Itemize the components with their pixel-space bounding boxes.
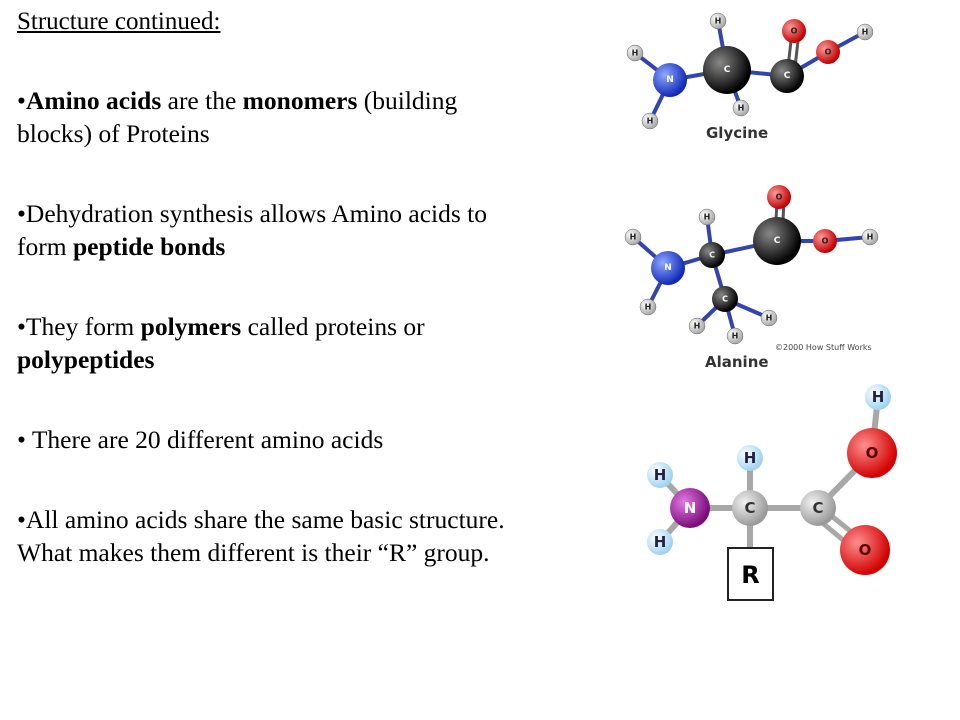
svg-text:C: C <box>709 251 715 260</box>
glycine-alpha-carbon-atom <box>703 46 751 94</box>
generic-hydrogen-atom <box>737 445 763 471</box>
text-run: called proteins or <box>241 312 425 341</box>
svg-text:C: C <box>724 65 731 75</box>
bullet-polymers: •They form polymers called proteins or p… <box>17 310 505 376</box>
alanine-hydrogen-atom <box>760 309 778 327</box>
svg-text:O: O <box>776 193 783 202</box>
text-run: •All amino acids share the same basic st… <box>17 505 505 567</box>
r-group-box <box>727 547 774 601</box>
bold-term: polymers <box>140 312 242 341</box>
alanine-hydrogen-atom <box>698 208 716 226</box>
generic-hydrogen-atom <box>865 384 891 410</box>
bold-term: polypeptides <box>17 345 155 374</box>
alanine-hydrogen-atom <box>861 228 879 246</box>
glycine-atoms: H H H H H N C C O O <box>626 12 874 130</box>
alanine-nitrogen-atom <box>651 251 685 285</box>
svg-text:H: H <box>654 533 667 551</box>
bullet-dehydration-synthesis: •Dehydration synthesis allows Amino acid… <box>17 197 505 263</box>
svg-text:H: H <box>738 104 745 113</box>
svg-text:H: H <box>862 28 869 37</box>
r-group-label: R <box>741 561 759 589</box>
generic-carbonyl-oxygen-atom <box>840 525 890 575</box>
glycine-hydrogen-atom <box>641 112 659 130</box>
bold-term: monomers <box>242 86 358 115</box>
generic-hydrogen-atom <box>647 529 673 555</box>
svg-text:O: O <box>822 237 829 246</box>
svg-text:N: N <box>684 499 697 517</box>
svg-text:H: H <box>654 466 667 484</box>
alanine-carboxyl-carbon-atom <box>753 217 801 265</box>
alanine-methyl-carbon-atom <box>712 286 738 312</box>
alanine-atoms: H H H H H H H N C C C O O <box>624 185 879 345</box>
svg-text:O: O <box>866 444 879 462</box>
glycine-oxygen-atom <box>816 40 840 64</box>
alanine-hydrogen-atom <box>688 317 706 335</box>
text-run: • There are 20 different amino acids <box>17 425 384 454</box>
alanine-caption: Alanine <box>705 353 769 371</box>
glycine-oxygen-atom <box>782 19 806 43</box>
bullet-r-group: •All amino acids share the same basic st… <box>17 503 505 569</box>
text-run: •Dehydration synthesis allows Amino acid… <box>17 199 488 261</box>
svg-text:C: C <box>774 236 781 246</box>
svg-text:O: O <box>859 541 872 559</box>
svg-text:N: N <box>666 75 674 85</box>
glycine-caption: Glycine <box>706 124 768 142</box>
svg-text:H: H <box>647 117 654 126</box>
svg-text:H: H <box>694 322 701 331</box>
generic-hydroxyl-oxygen-atom <box>847 428 897 478</box>
svg-text:O: O <box>791 27 798 36</box>
alanine-hydrogen-atom <box>639 298 657 316</box>
bold-term: peptide bonds <box>72 232 226 261</box>
generic-carboxyl-carbon-atom <box>800 490 836 526</box>
alanine-oxygen-atom <box>767 185 791 209</box>
glycine-nitrogen-atom <box>653 63 687 97</box>
alanine-hydrogen-atom <box>624 228 642 246</box>
text-run: • <box>17 86 26 115</box>
svg-text:N: N <box>664 263 672 273</box>
generic-amino-acid-diagram: H H H H N C C O O R <box>647 384 897 601</box>
text-run: are the <box>161 86 243 115</box>
glycine-hydrogen-atom <box>626 44 644 62</box>
svg-text:H: H <box>867 233 874 242</box>
alanine-oxygen-atom <box>813 229 837 253</box>
svg-text:H: H <box>872 388 885 406</box>
svg-text:H: H <box>645 303 652 312</box>
glycine-diagram: H H H H H N C C O O Glycine <box>626 12 874 142</box>
text-run: •They form <box>17 312 141 341</box>
svg-text:C: C <box>812 499 823 517</box>
alanine-alpha-carbon-atom <box>699 242 725 268</box>
svg-text:H: H <box>715 17 722 26</box>
bullet-twenty-amino-acids: • There are 20 different amino acids <box>17 423 505 456</box>
alanine-credit: ©2000 How Stuff Works <box>775 343 872 352</box>
bullet-list: •Amino acids are the monomers (building … <box>17 84 505 616</box>
alanine-diagram: H H H H H H H N C C C O O ©2000 How Stuf… <box>624 185 879 371</box>
generic-alpha-carbon-atom <box>732 490 768 526</box>
svg-text:H: H <box>732 332 739 341</box>
glycine-hydrogen-atom <box>709 12 727 30</box>
svg-text:H: H <box>766 314 773 323</box>
svg-text:C: C <box>722 295 728 304</box>
svg-text:H: H <box>744 449 757 467</box>
text-run: (building blocks) of Proteins <box>17 86 458 148</box>
generic-hydrogen-atom <box>647 462 673 488</box>
glycine-carboxyl-carbon-atom <box>770 59 804 93</box>
bold-term: Amino acids <box>25 86 162 115</box>
svg-text:C: C <box>744 499 755 517</box>
bullet-amino-acids-monomers: •Amino acids are the monomers (building … <box>17 84 505 150</box>
glycine-hydrogen-atom <box>732 99 750 117</box>
svg-text:H: H <box>704 213 711 222</box>
alanine-hydrogen-atom <box>726 327 744 345</box>
generic-atoms: H H H H N C C O O <box>647 384 897 575</box>
glycine-hydrogen-atom <box>856 23 874 41</box>
svg-text:C: C <box>784 71 791 81</box>
slide-heading: Structure continued: <box>17 8 221 35</box>
svg-text:O: O <box>825 48 832 57</box>
svg-text:H: H <box>632 49 639 58</box>
svg-text:H: H <box>630 233 637 242</box>
generic-nitrogen-atom <box>670 488 710 528</box>
